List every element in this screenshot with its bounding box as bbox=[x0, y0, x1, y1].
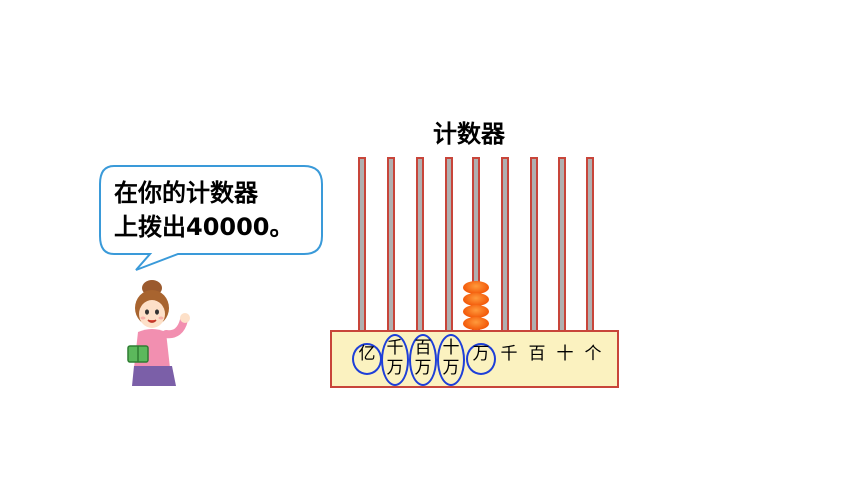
rod-shiwan bbox=[445, 157, 453, 332]
place-label-shiwan-text: 十万 bbox=[442, 338, 460, 378]
rod-ge bbox=[586, 157, 594, 332]
place-label-qianwan: 千万 bbox=[382, 338, 408, 378]
place-label-wan: 万 bbox=[472, 344, 490, 364]
place-label-baiwan: 百万 bbox=[410, 338, 436, 378]
rod-yi bbox=[358, 157, 366, 332]
place-label-ge: 个 bbox=[584, 344, 602, 364]
circle-baiwan bbox=[409, 334, 437, 386]
place-label-qian: 千 bbox=[500, 344, 518, 364]
bead-3[interactable] bbox=[463, 305, 489, 318]
rod-qian bbox=[501, 157, 509, 332]
bubble-line-1: 在你的计数器 bbox=[114, 179, 258, 207]
rod-bai bbox=[530, 157, 538, 332]
place-label-shi: 十 bbox=[556, 344, 574, 364]
place-label-shiwan: 十万 bbox=[438, 338, 464, 378]
place-label-yi: 亿 bbox=[358, 344, 376, 364]
rod-baiwan bbox=[416, 157, 424, 332]
place-label-bai: 百 bbox=[528, 344, 546, 364]
place-label-qianwan-text: 千万 bbox=[386, 338, 404, 378]
bubble-line-2: 上拨出40000。 bbox=[114, 213, 294, 241]
bubble-text: 在你的计数器 上拨出40000。 bbox=[114, 176, 314, 244]
circle-wan bbox=[466, 343, 496, 375]
bead-1[interactable] bbox=[463, 281, 489, 294]
circle-shiwan bbox=[437, 334, 465, 386]
teacher-illustration bbox=[127, 280, 190, 386]
abacus-title: 计数器 bbox=[433, 120, 505, 148]
place-label-baiwan-text: 百万 bbox=[414, 338, 432, 378]
rod-qianwan bbox=[387, 157, 395, 332]
rod-shi bbox=[558, 157, 566, 332]
bead-2[interactable] bbox=[463, 293, 489, 306]
bead-4[interactable] bbox=[463, 317, 489, 330]
circle-qianwan bbox=[381, 334, 409, 386]
speech-bubble bbox=[99, 165, 323, 271]
